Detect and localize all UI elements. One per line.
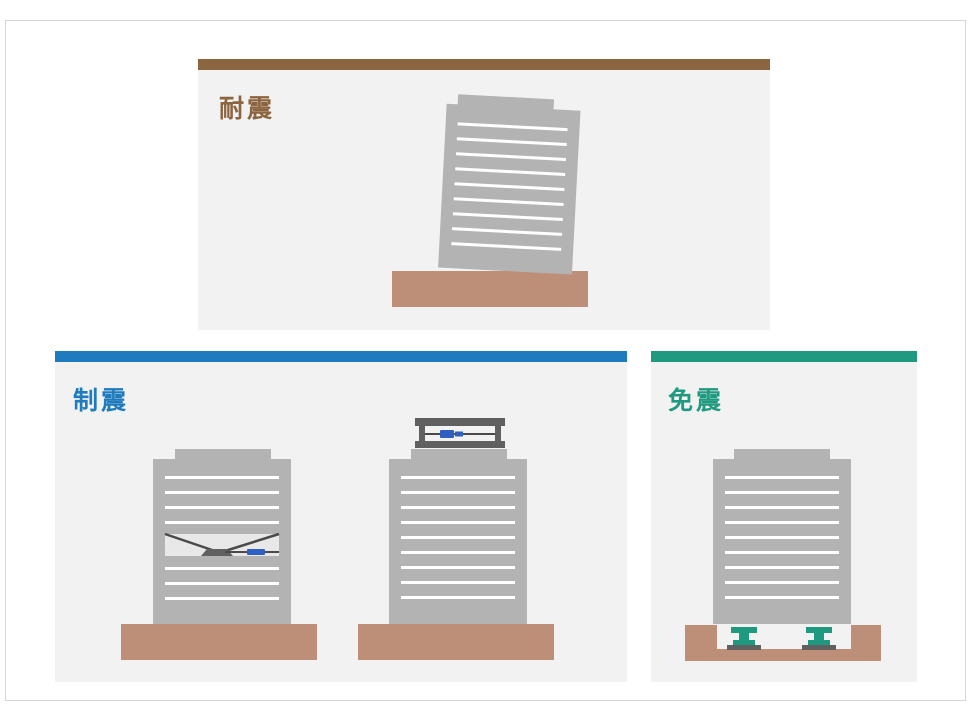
foundation: [392, 271, 588, 307]
damper-bottom-plate: [415, 441, 505, 448]
building-roof: [411, 449, 507, 461]
menshin-illustration: [685, 449, 881, 661]
damper-post-right: [495, 426, 501, 441]
damper-icon: [247, 549, 265, 555]
damper-icon-small: [455, 431, 463, 437]
panel-seishin-title: 制震: [73, 386, 130, 415]
panel-taishin-title: 耐震: [219, 94, 276, 123]
building-rooftop-damper: [358, 418, 554, 660]
floor-lines: [725, 476, 839, 599]
panel-menshin-title: 免震: [668, 386, 725, 415]
isolated-building: [685, 449, 881, 661]
panel-menshin: 免震: [651, 351, 917, 682]
foundation: [358, 624, 554, 660]
damper-top-plate: [415, 418, 505, 426]
panel-taishin-accent-bar: [198, 59, 770, 70]
damper-icon: [440, 430, 454, 438]
panel-seishin-accent-bar: [55, 351, 627, 362]
building-body: [389, 459, 527, 624]
brace-right: [224, 532, 280, 553]
building-roof: [175, 449, 271, 461]
seishin-illustration: [121, 418, 554, 660]
taishin-illustration: [392, 94, 588, 307]
tilted-building: [438, 94, 581, 275]
floor-lines: [165, 476, 279, 600]
panel-taishin: 耐震: [198, 59, 770, 330]
panel-menshin-accent-bar: [651, 351, 917, 362]
building-internal-damper: [121, 449, 317, 660]
building-body: [438, 103, 581, 275]
floor-lines: [401, 476, 515, 599]
brace-left: [164, 532, 216, 553]
isolator-right: [802, 627, 836, 650]
floor-lines: [451, 122, 568, 251]
isolator-left: [727, 627, 761, 650]
damper-mount: [201, 549, 233, 556]
building-body: [713, 459, 851, 624]
panel-seishin: 制震: [55, 351, 627, 682]
damper-post-left: [419, 426, 425, 441]
foundation: [121, 624, 317, 660]
rooftop-mass-damper: [415, 418, 505, 448]
building-roof: [734, 449, 830, 461]
